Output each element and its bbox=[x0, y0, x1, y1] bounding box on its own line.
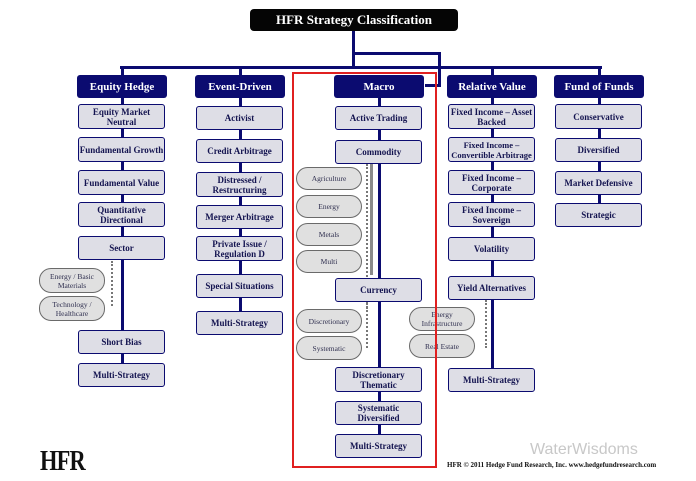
strategy-box: Sector bbox=[78, 236, 165, 260]
strategy-box: Market Defensive bbox=[555, 171, 642, 195]
strategy-box: Fixed Income – Asset Backed bbox=[448, 104, 535, 129]
connector bbox=[485, 300, 487, 348]
strategy-box: Conservative bbox=[555, 104, 642, 129]
connector bbox=[370, 164, 373, 275]
connector bbox=[438, 52, 441, 87]
connector bbox=[352, 52, 441, 55]
connector bbox=[366, 164, 368, 312]
header-macro: Macro bbox=[334, 75, 424, 98]
strategy-box: Merger Arbitrage bbox=[196, 205, 283, 229]
connector bbox=[425, 84, 441, 87]
connector bbox=[378, 98, 381, 435]
strategy-box: Volatility bbox=[448, 237, 535, 261]
hfr-logo: HFR bbox=[40, 446, 86, 477]
connector bbox=[352, 31, 355, 69]
strategy-box: Discretionary Thematic bbox=[335, 367, 422, 392]
strategy-box: Multi-Strategy bbox=[78, 363, 165, 387]
sub-strategy-pill: Energy Infrastructure bbox=[409, 307, 475, 331]
strategy-box: Short Bias bbox=[78, 330, 165, 354]
strategy-box: Fixed Income – Convertible Arbitrage bbox=[448, 137, 535, 162]
strategy-box: Distressed / Restructuring bbox=[196, 172, 283, 197]
strategy-box: Systematic Diversified bbox=[335, 401, 422, 425]
strategy-box: Currency bbox=[335, 278, 422, 302]
connector bbox=[120, 66, 602, 69]
strategy-box: Private Issue / Regulation D bbox=[196, 236, 283, 261]
strategy-box: Diversified bbox=[555, 138, 642, 162]
strategy-box: Equity Market Neutral bbox=[78, 104, 165, 129]
strategy-box: Multi-Strategy bbox=[196, 311, 283, 335]
macro-highlight-box bbox=[292, 72, 437, 468]
strategy-box: Commodity bbox=[335, 140, 422, 164]
strategy-box: Quantitative Directional bbox=[78, 202, 165, 227]
sub-strategy-pill: Agriculture bbox=[296, 167, 362, 190]
header-event-driven: Event-Driven bbox=[195, 75, 285, 98]
strategy-box: Active Trading bbox=[335, 106, 422, 130]
strategy-box: Fundamental Value bbox=[78, 170, 165, 195]
sub-strategy-pill: Metals bbox=[296, 223, 362, 246]
strategy-box: Fixed Income – Corporate bbox=[448, 170, 535, 195]
sub-strategy-pill: Energy / Basic Materials bbox=[39, 268, 105, 293]
copyright-text: HFR © 2011 Hedge Fund Research, Inc. www… bbox=[447, 461, 657, 469]
connector bbox=[111, 261, 113, 306]
sub-strategy-pill: Real Estate bbox=[409, 334, 475, 358]
diagram-title: HFR Strategy Classification bbox=[250, 9, 458, 31]
connector bbox=[366, 302, 368, 348]
header-relative-value: Relative Value bbox=[447, 75, 537, 98]
strategy-box: Strategic bbox=[555, 203, 642, 227]
strategy-box: Credit Arbitrage bbox=[196, 139, 283, 163]
strategy-box: Multi-Strategy bbox=[448, 368, 535, 392]
header-fund-of-funds: Fund of Funds bbox=[554, 75, 644, 98]
strategy-box: Fundamental Growth bbox=[78, 137, 165, 162]
watermark: WaterWisdoms bbox=[530, 441, 638, 458]
sub-strategy-pill: Multi bbox=[296, 250, 362, 273]
header-equity-hedge: Equity Hedge bbox=[77, 75, 167, 98]
sub-strategy-pill: Discretionary bbox=[296, 309, 362, 333]
strategy-box: Special Situations bbox=[196, 274, 283, 298]
connector bbox=[598, 66, 601, 204]
sub-strategy-pill: Systematic bbox=[296, 336, 362, 360]
strategy-box: Fixed Income – Sovereign bbox=[448, 202, 535, 227]
sub-strategy-pill: Technology / Healthcare bbox=[39, 296, 105, 321]
strategy-box: Yield Alternatives bbox=[448, 276, 535, 300]
strategy-box: Multi-Strategy bbox=[335, 434, 422, 458]
sub-strategy-pill: Energy bbox=[296, 195, 362, 218]
strategy-box: Activist bbox=[196, 106, 283, 130]
